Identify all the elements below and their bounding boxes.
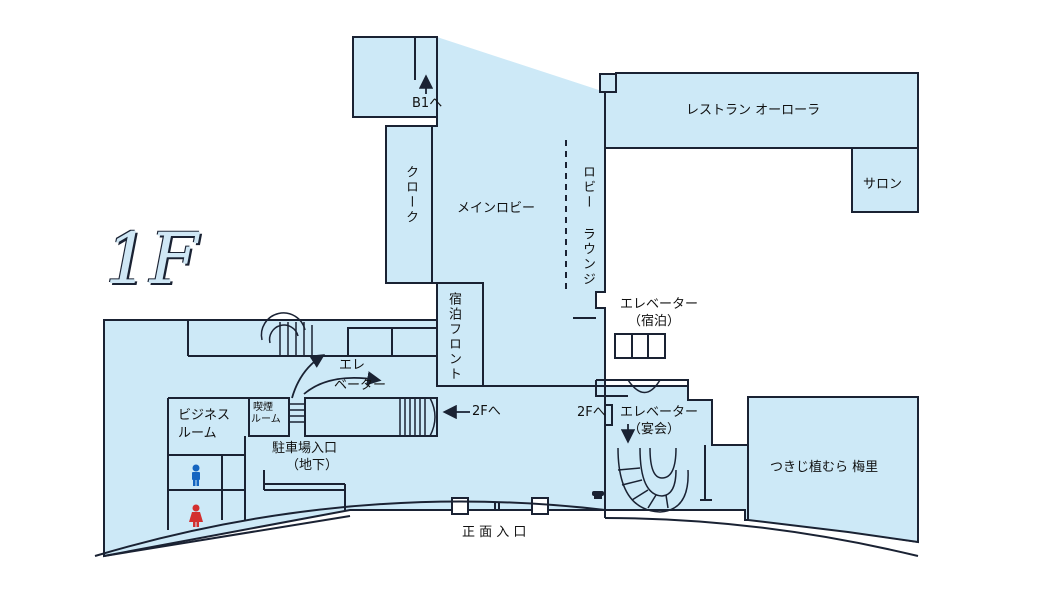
business-room-label-2[interactable]: ルーム [178, 426, 217, 441]
floor-label: 1F [105, 218, 199, 300]
elevator-banquet-label-1[interactable]: エレベーター [620, 405, 699, 420]
elevator-hotel-label-1[interactable]: エレベーター [620, 297, 699, 312]
hotel-front-label[interactable]: 宿泊フロント [446, 292, 461, 382]
salon-label[interactable]: サロン [863, 177, 903, 192]
elevator-hotel-label-2[interactable]: （宿泊） [628, 314, 681, 329]
telephone-icon [592, 491, 604, 499]
smoking-room-label-2[interactable]: ルーム [251, 414, 281, 425]
business-room-label-1[interactable]: ビジネス [178, 408, 231, 423]
restaurant-label[interactable]: レストラン オーローラ [686, 103, 821, 118]
parking-entrance-label-1[interactable]: 駐車場入口 [272, 441, 338, 456]
curved-arrow-elevator [291, 354, 326, 399]
to-b1-label[interactable]: B1へ [412, 96, 443, 111]
female-restroom-icon [189, 504, 203, 527]
tsukiji-area [747, 396, 919, 544]
to-2f-left-label[interactable]: 2Fへ [472, 404, 501, 419]
elevator-left-label-2[interactable]: ベーター [334, 378, 387, 393]
tsukiji-label[interactable]: つきじ植むら 梅里 [770, 460, 879, 475]
parking-entrance-label-2[interactable]: （地下） [286, 458, 339, 473]
main-lobby-label[interactable]: メインロビー [457, 201, 536, 216]
to-2f-right-label[interactable]: 2Fへ [577, 405, 606, 420]
male-restroom-icon [192, 464, 200, 486]
cloak-label[interactable]: クローク [403, 165, 418, 225]
smoking-room-label-1[interactable]: 喫煙 [253, 402, 273, 413]
elevator-left-label-1[interactable]: エレ [339, 358, 366, 373]
salon-area [851, 147, 919, 213]
main-entrance-label[interactable]: 正 面 入 口 [462, 525, 527, 540]
elevator-banquet-label-2[interactable]: （宴会） [628, 422, 681, 437]
cloak-area [385, 125, 433, 284]
lobby-lounge-label[interactable]: ロビー ラウンジ [580, 165, 595, 287]
